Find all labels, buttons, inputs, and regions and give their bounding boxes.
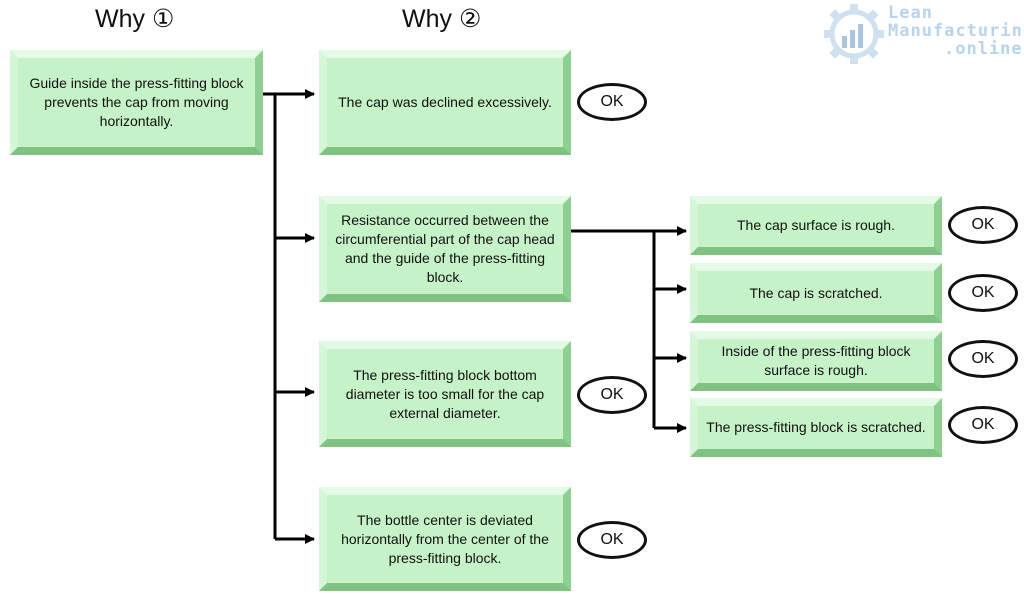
why-2-heading: Why ② bbox=[402, 5, 482, 33]
root-cause-box: Guide inside the press-fitting block pre… bbox=[10, 50, 263, 155]
ok-badge: OK bbox=[577, 83, 647, 121]
ok-badge: OK bbox=[577, 376, 647, 414]
gear-chart-icon bbox=[824, 4, 884, 64]
why3-box-2: The cap is scratched. bbox=[690, 263, 942, 323]
ok-badge: OK bbox=[948, 206, 1018, 244]
ok-badge: OK bbox=[948, 406, 1018, 444]
why3-box-4: The press-fitting block is scratched. bbox=[690, 398, 942, 457]
ok-badge: OK bbox=[948, 274, 1018, 312]
why-1-heading: Why ① bbox=[95, 5, 175, 33]
ok-badge: OK bbox=[948, 340, 1018, 378]
why2-box-1: The cap was declined excessively. bbox=[319, 50, 571, 155]
why2-box-4: The bottle center is deviated horizontal… bbox=[319, 487, 571, 591]
lean-manufacturing-logo: Lean Manufacturing .online bbox=[822, 2, 1024, 68]
why2-box-2: Resistance occurred between the circumfe… bbox=[319, 196, 571, 302]
ok-badge: OK bbox=[577, 521, 647, 559]
logo-text: Lean Manufacturing .online bbox=[888, 3, 1024, 59]
why3-box-3: Inside of the press-fitting block surfac… bbox=[690, 331, 942, 391]
why2-box-3: The press-fitting block bottom diameter … bbox=[319, 341, 571, 447]
why3-box-1: The cap surface is rough. bbox=[690, 196, 942, 255]
